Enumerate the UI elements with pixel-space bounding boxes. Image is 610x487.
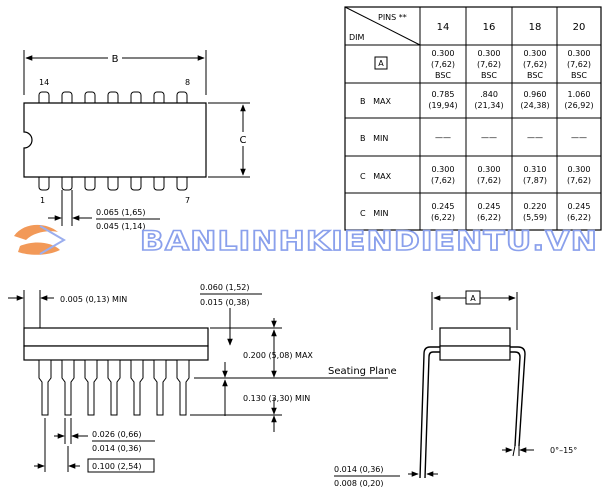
- cell-bmax-16-mm: (21,34): [474, 101, 503, 110]
- pitch-box: [87, 458, 155, 473]
- cell-a-20-mm: (7,62): [567, 60, 591, 69]
- cell-bmin-16: ——: [481, 133, 497, 142]
- watermark-logo: [14, 224, 66, 255]
- table-header-dim: DIM: [349, 33, 365, 42]
- cell-cmin-18-mm: (5,59): [523, 213, 547, 222]
- cell-bmin-20: ——: [571, 133, 587, 142]
- cell-cmax-14-mm: (7,62): [431, 176, 455, 185]
- dim-a-label: A: [470, 294, 476, 303]
- datum-a-box: [374, 56, 388, 70]
- pin-8-label: 8: [185, 78, 190, 87]
- cell-bmax-20-in: 1.060: [568, 90, 591, 99]
- cell-cmax-18-in: 0.310: [524, 165, 547, 174]
- pin-7-label: 7: [185, 196, 190, 205]
- cell-bmax-18-mm: (24,38): [520, 101, 549, 110]
- cell-a-20-in: 0.300: [568, 49, 591, 58]
- lead-width-max: 0.065 (1,65): [96, 208, 146, 217]
- side-view-leads: [38, 359, 190, 416]
- cell-cmax-16-mm: (7,62): [477, 176, 501, 185]
- side-view: 0.005 (0,13) MIN 0.060 (1,52) 0.015 (0,3…: [8, 283, 397, 473]
- cell-bmax-16-in: .840: [480, 90, 498, 99]
- cell-cmin-14-in: 0.245: [432, 202, 455, 211]
- lead-width-min: 0.045 (1,14): [96, 222, 146, 231]
- height-max: 0.200 (5,08) MAX: [243, 351, 313, 360]
- cell-cmax-18-mm: (7,87): [523, 176, 547, 185]
- pitch-label: 0.100 (2,54): [92, 462, 142, 471]
- pin-count-16: 16: [483, 22, 496, 33]
- dim-c-label: C: [240, 135, 247, 146]
- end-view-body-bottom: [439, 345, 511, 361]
- dim-a-box: [465, 290, 481, 305]
- dim-b-label: B: [112, 54, 119, 65]
- cell-cmax-20-in: 0.300: [568, 165, 591, 174]
- angle-label: 0°–15°: [550, 446, 577, 455]
- side-view-body-bottom: [23, 345, 209, 361]
- cell-cmin-20-mm: (6,22): [567, 213, 591, 222]
- end-view: A 0°–15° 0.014 (0,36) 0.008 (0,20): [334, 290, 577, 487]
- side-lead-width-max: 0.026 (0,66): [92, 430, 142, 439]
- cell-a-14-mm: (7,62): [431, 60, 455, 69]
- cell-cmin-14-mm: (6,22): [431, 213, 455, 222]
- cell-cmin-20-in: 0.245: [568, 202, 591, 211]
- lead-thick-min: 0.015 (0,38): [200, 298, 250, 307]
- cell-a-16-in: 0.300: [478, 49, 501, 58]
- dimension-table: PINS ** DIM 14 16 18 20 A B MAX B MIN C …: [344, 6, 602, 231]
- side-lead-width-min: 0.014 (0,36): [92, 444, 142, 453]
- row-c-min-label: C MIN: [360, 209, 388, 218]
- cell-a-16-mm: (7,62): [477, 60, 501, 69]
- cell-a-18-mm: (7,62): [523, 60, 547, 69]
- row-c-max-label: C MAX: [360, 172, 392, 181]
- pin-1-label: 1: [40, 196, 45, 205]
- pin-count-14: 14: [437, 22, 450, 33]
- side-view-body-top: [23, 327, 209, 347]
- cell-a-14-in: 0.300: [432, 49, 455, 58]
- table-header-diagonal: [344, 6, 421, 46]
- pin-14-label: 14: [39, 78, 49, 87]
- lead-thick-max: 0.060 (1,52): [200, 283, 250, 292]
- cell-bmax-14-mm: (19,94): [428, 101, 457, 110]
- end-view-right-lead: [510, 346, 526, 447]
- end-lead-thick-min: 0.008 (0,20): [334, 479, 384, 487]
- top-view-body: [23, 102, 207, 178]
- offset-min: 0.005 (0,13) MIN: [60, 295, 127, 304]
- end-view-left-lead: [419, 346, 440, 479]
- seating-plane-label: Seating Plane: [328, 366, 397, 377]
- cell-bmax-18-in: 0.960: [524, 90, 547, 99]
- cell-cmin-16-in: 0.245: [478, 202, 501, 211]
- watermark-text: BANLINHKIENDIENTU.VN: [140, 226, 598, 257]
- row-b-max-label: B MAX: [360, 97, 391, 106]
- end-view-body-top: [439, 327, 511, 347]
- pin-count-18: 18: [529, 22, 542, 33]
- row-a-label: A: [378, 59, 384, 68]
- cell-a-20-note: BSC: [571, 71, 587, 80]
- lead-length-min: 0.130 (3,30) MIN: [243, 394, 310, 403]
- top-view: B 14 8 1 7 C: [23, 50, 250, 231]
- end-lead-thick-max: 0.014 (0,36): [334, 465, 384, 474]
- cell-a-16-note: BSC: [481, 71, 497, 80]
- cell-bmax-20-mm: (26,92): [564, 101, 593, 110]
- cell-a-14-note: BSC: [435, 71, 451, 80]
- cell-a-18-in: 0.300: [524, 49, 547, 58]
- table-header-pins: PINS **: [378, 13, 407, 22]
- cell-cmin-16-mm: (6,22): [477, 213, 501, 222]
- row-b-min-label: B MIN: [360, 134, 388, 143]
- cell-a-18-note: BSC: [527, 71, 543, 80]
- cell-cmax-14-in: 0.300: [432, 165, 455, 174]
- cell-bmax-14-in: 0.785: [432, 90, 455, 99]
- cell-cmax-20-mm: (7,62): [567, 176, 591, 185]
- cell-bmin-18: ——: [527, 133, 543, 142]
- cell-cmin-18-in: 0.220: [524, 202, 547, 211]
- cell-cmax-16-in: 0.300: [478, 165, 501, 174]
- pin-count-20: 20: [573, 22, 586, 33]
- cell-bmin-14: ——: [435, 133, 451, 142]
